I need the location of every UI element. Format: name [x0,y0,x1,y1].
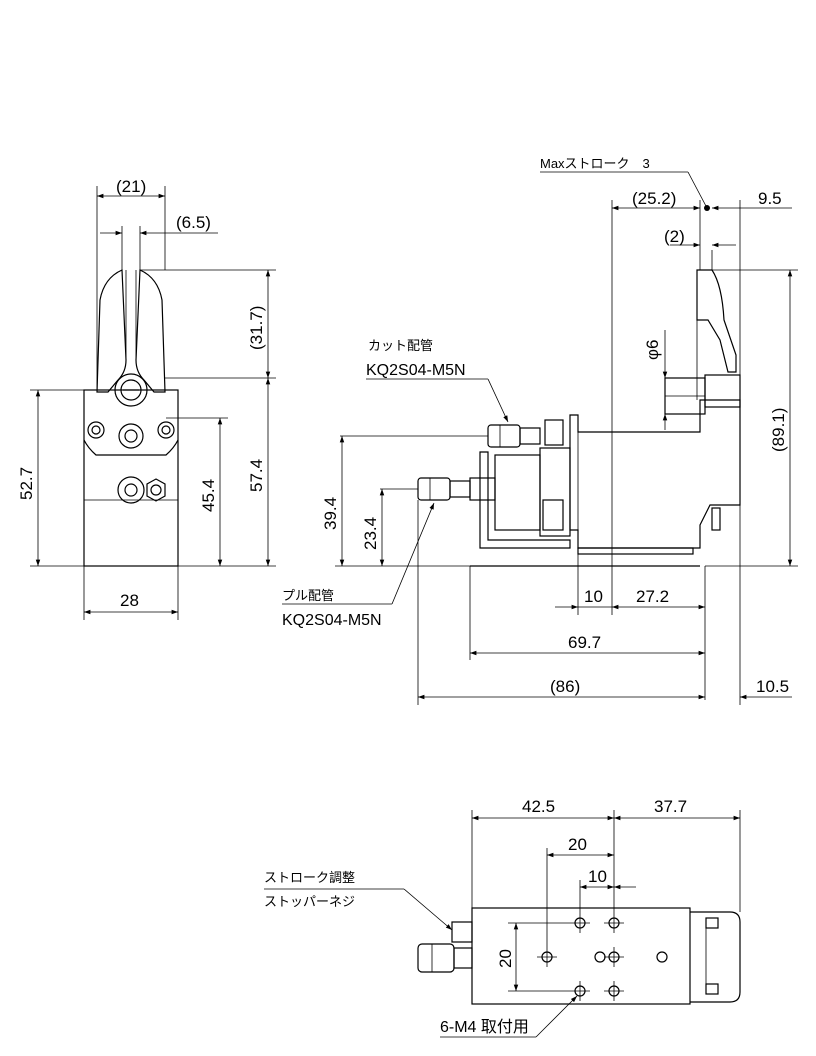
dim-28: 28 [120,591,139,610]
dim-25-2: (25.2) [632,189,676,208]
label-cut-port: カット配管 [368,338,433,353]
dim-20-top: 20 [568,835,587,854]
dim-42-5: 42.5 [522,797,555,816]
bottom-mount-holes [537,913,668,1001]
side-view: Maxストローク 3 (25.2) 9.5 (2) φ6 (89.1) 39.4 [282,156,798,705]
side-housing [569,399,741,549]
dim-89-1: (89.1) [769,408,788,452]
side-cylinder [494,454,541,531]
front-view: (21) (6.5) (31.7) 57.4 45.4 52.7 28 [17,177,276,620]
bottom-jaw-end [690,911,741,1003]
bottom-fitting [417,943,455,973]
side-pull-fitting [417,477,451,501]
dim-86: (86) [550,677,580,696]
label-cut-port-part: KQ2S04-M5N [366,362,466,379]
dim-52-7: 52.7 [17,467,36,500]
dim-23-4: 23.4 [361,517,380,550]
dim-37-7: 37.7 [654,797,687,816]
dim-2: (2) [664,227,685,246]
label-stroke-adjust-1: ストローク調整 [264,870,355,885]
dim-45-4: 45.4 [199,479,218,512]
dim-69-7: 69.7 [568,633,601,652]
front-fitting-top [118,423,144,449]
front-body-step [83,439,179,456]
front-jaw-right [135,269,166,393]
side-block-upper [544,419,564,446]
dim-57-4: 57.4 [247,459,266,492]
bottom-stopper-screw [451,921,473,943]
front-fitting-bottom [117,476,145,504]
dim-31-7: (31.7) [247,306,266,350]
label-pull-port-part: KQ2S04-M5N [282,612,382,629]
front-bolt-right [157,421,175,439]
bottom-view: 42.5 37.7 20 10 20 ストローク調整 ストッパーネジ 6-M4 … [264,797,741,1038]
side-jaw [696,269,737,373]
dim-9-5: 9.5 [758,189,782,208]
label-mount: 6-M4 取付用 [440,1018,529,1036]
side-block-lower [542,499,564,531]
dim-20-side: 20 [496,949,515,968]
label-stroke-adjust-2: ストッパーネジ [264,894,355,909]
label-pull-port: プル配管 [282,588,334,603]
side-cut-fitting [487,424,521,448]
front-stopper-nut [146,478,166,502]
front-pivot [114,373,148,407]
front-jaw-left [96,269,127,393]
dim-39-4: 39.4 [321,497,340,530]
dim-10-side: 10 [584,587,603,606]
dim-10-5: 10.5 [756,677,789,696]
label-max-stroke: Maxストローク 3 [540,156,650,171]
dim-27-2: 27.2 [636,587,669,606]
dim-phi6: φ6 [643,340,662,360]
front-body [83,389,179,567]
dim-21: (21) [116,177,146,196]
dim-6-5: (6.5) [176,213,211,232]
side-base-plate [577,547,694,555]
dim-10-bottom: 10 [588,867,607,886]
side-bracket [479,451,571,549]
front-bolt-left [87,421,105,439]
side-pivot-block [704,374,741,408]
